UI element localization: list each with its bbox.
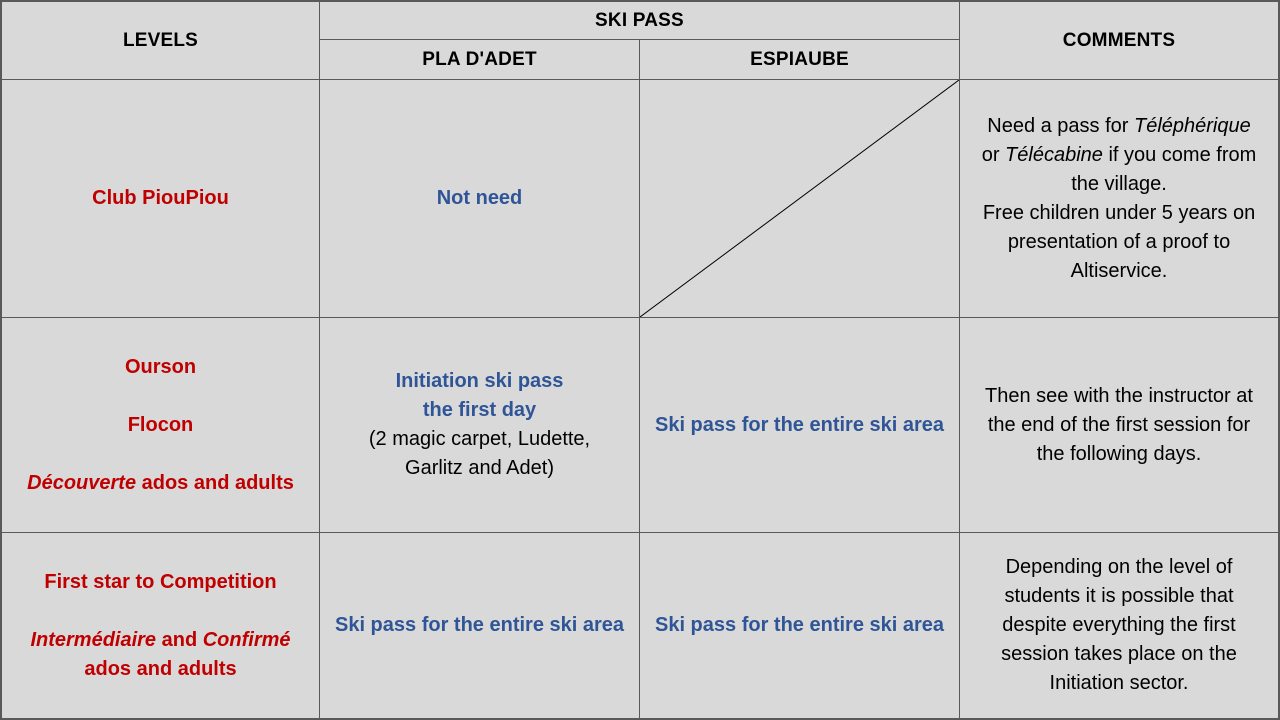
level-intermediaire-confirme: Intermédiaire and Confirmé <box>30 626 290 655</box>
header-levels: LEVELS <box>0 0 320 80</box>
row2-pla-dadet: Initiation ski pass the first day (2 mag… <box>320 318 640 533</box>
row1-comment-italic-telepherique: Téléphérique <box>1134 114 1251 137</box>
row3-espiaube: Ski pass for the entire ski area <box>640 533 960 720</box>
row3-comment-line5: Initiation sector. <box>1049 672 1189 694</box>
row1-comment-line5: presentation of a proof to <box>1007 230 1231 253</box>
row1-comment-text: or <box>981 143 1006 166</box>
level-club-pioupiou: Club PiouPiou <box>92 187 229 209</box>
not-applicable-diagonal <box>640 80 959 317</box>
row2-pla-dadet-line2: the first day <box>422 399 537 421</box>
row1-espiaube <box>640 80 960 318</box>
level-decouverte-italic: Découverte <box>27 471 137 494</box>
row2-comment-line3: the following days. <box>1036 442 1202 465</box>
row1-comment-line6: Altiservice. <box>1070 259 1168 282</box>
level-and-text: and <box>156 628 203 651</box>
row1-comment-italic-telecabine: Télécabine <box>1005 143 1103 166</box>
header-espiaube-label: ESPIAUBE <box>750 48 849 70</box>
row1-comment-line4: Free children under 5 years on <box>982 201 1256 224</box>
row2-comment-line1: Then see with the instructor at <box>985 384 1253 407</box>
row2-pla-dadet-line4: Garlitz and Adet) <box>405 457 554 479</box>
row1-comment-text: Need a pass for <box>987 114 1134 137</box>
row2-espiaube-value: Ski pass for the entire ski area <box>654 413 945 436</box>
row3-espiaube-value: Ski pass for the entire ski area <box>654 614 945 636</box>
row1-comment-line3: the village. <box>1071 172 1167 195</box>
row1-comment: Need a pass for Téléphérique or Télécabi… <box>960 80 1280 318</box>
level-flocon: Flocon <box>127 413 194 436</box>
level-ourson: Ourson <box>124 355 197 378</box>
row3-comment-line3: despite everything the first <box>1002 614 1236 636</box>
row1-comment-text: if you come from <box>1102 143 1257 166</box>
header-comments-label: COMMENTS <box>1062 29 1176 51</box>
header-pla-dadet-label: PLA D'ADET <box>422 48 537 70</box>
row1-comment-line1: Need a pass for Téléphérique <box>987 112 1251 141</box>
level-ados-and-adults: ados and adults <box>84 657 237 680</box>
row3-levels: First star to Competition Intermédiaire … <box>0 533 320 720</box>
row3-comment-line2: students it is possible that <box>1004 585 1234 607</box>
header-pla-dadet: PLA D'ADET <box>320 40 640 80</box>
row1-pla-dadet: Not need <box>320 80 640 318</box>
row1-levels: Club PiouPiou <box>0 80 320 318</box>
header-comments: COMMENTS <box>960 0 1280 80</box>
row2-comment: Then see with the instructor at the end … <box>960 318 1280 533</box>
row2-comment-line2: the end of the first session for <box>987 413 1251 436</box>
row2-espiaube: Ski pass for the entire ski area <box>640 318 960 533</box>
row2-pla-dadet-line1: Initiation ski pass <box>395 370 564 392</box>
row2-levels: Ourson Flocon Découverte ados and adults <box>0 318 320 533</box>
level-decouverte: Découverte ados and adults <box>27 469 294 498</box>
row2-pla-dadet-line3: (2 magic carpet, Ludette, <box>368 428 591 450</box>
row1-pla-dadet-value: Not need <box>436 187 523 209</box>
header-ski-pass: SKI PASS <box>320 0 960 40</box>
row3-pla-dadet: Ski pass for the entire ski area <box>320 533 640 720</box>
row3-comment-line1: Depending on the level of <box>1005 556 1233 578</box>
header-ski-pass-label: SKI PASS <box>595 9 684 31</box>
level-intermediaire-italic: Intermédiaire <box>30 628 157 651</box>
level-confirme-italic: Confirmé <box>202 628 291 651</box>
row3-comment-line4: session takes place on the <box>1001 643 1237 665</box>
header-levels-label: LEVELS <box>122 29 199 51</box>
level-first-star-to-competition: First star to Competition <box>44 570 277 593</box>
level-decouverte-rest: ados and adults <box>136 471 294 494</box>
row1-comment-line2: or Télécabine if you come from <box>982 141 1257 170</box>
row3-comment: Depending on the level of students it is… <box>960 533 1280 720</box>
row3-pla-dadet-value: Ski pass for the entire ski area <box>334 614 625 636</box>
header-espiaube: ESPIAUBE <box>640 40 960 80</box>
